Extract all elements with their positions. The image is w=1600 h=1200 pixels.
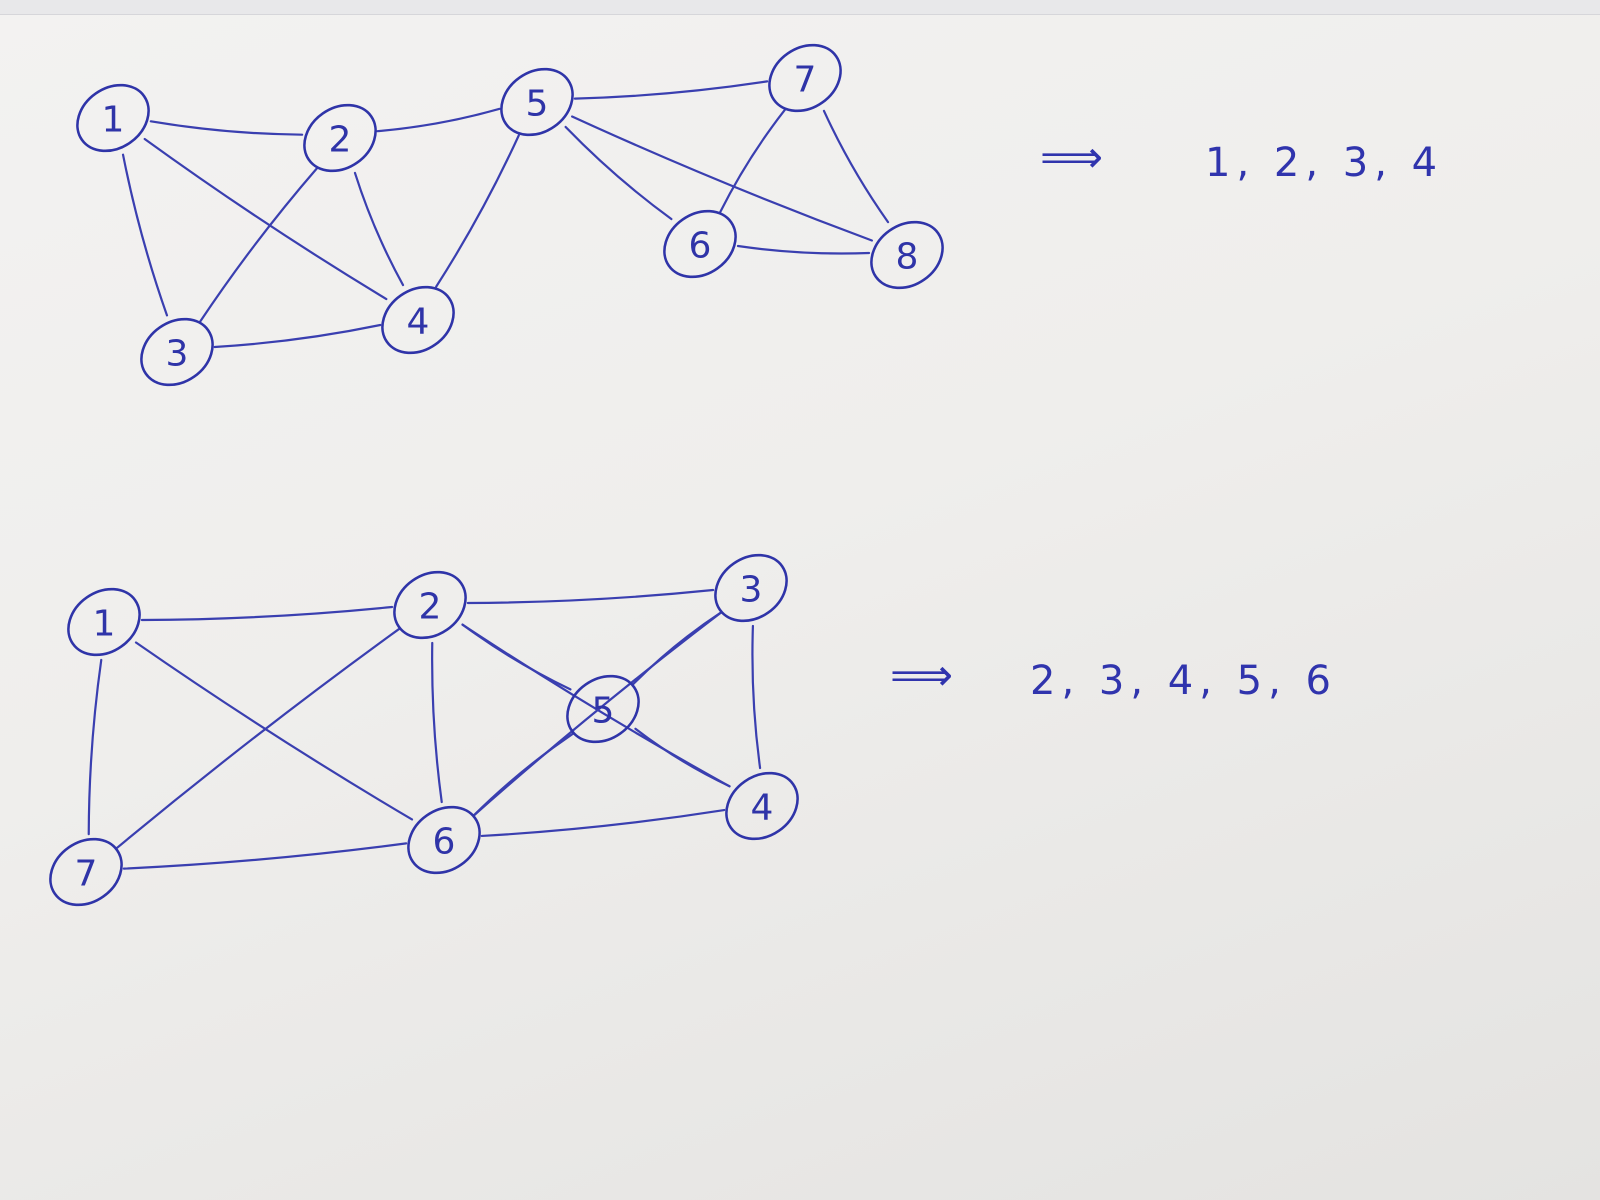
node-3-label: 3 <box>740 570 763 611</box>
edge-3-4 <box>751 624 762 770</box>
edge-6-4 <box>480 808 726 838</box>
edge-3-4 <box>213 323 382 349</box>
result-bottom: 2, 3, 4, 5, 6 <box>1030 658 1337 704</box>
edge-5-6 <box>564 125 673 221</box>
node-7-circle <box>49 837 123 907</box>
node-8-circle <box>870 220 944 290</box>
node-6-label: 6 <box>689 226 712 267</box>
node-3-circle <box>140 317 214 387</box>
node-2-circle <box>303 103 377 173</box>
implies-arrow-bottom: ⟹ <box>890 650 954 701</box>
edge-5-7 <box>573 80 769 100</box>
edge-1-3 <box>121 153 169 317</box>
node-4-label: 4 <box>751 788 774 829</box>
node-5-circle <box>500 67 574 137</box>
edge-2-4 <box>353 171 405 287</box>
node-2-label: 2 <box>329 120 352 161</box>
node-1-label: 1 <box>93 604 116 645</box>
graph-bottom: 1 2 3 4 5 6 7 <box>49 553 799 907</box>
edge-6-8 <box>736 244 871 255</box>
node-5-label: 5 <box>526 84 549 125</box>
result-top: 1, 2, 3, 4 <box>1205 140 1444 186</box>
node-1-circle <box>67 587 141 657</box>
node-1-label: 1 <box>102 100 125 141</box>
edge-7-6 <box>719 109 786 213</box>
edge-2-5 <box>376 107 501 133</box>
edge-1-4 <box>143 137 388 301</box>
node-4-circle <box>725 771 799 841</box>
node-3-circle <box>714 553 788 623</box>
node-6-circle <box>407 805 481 875</box>
edge-4-5 <box>435 134 520 288</box>
node-7-label: 7 <box>75 854 98 895</box>
edge-7-8 <box>822 109 890 224</box>
graph-top: 1 2 3 4 5 6 7 8 <box>76 43 944 387</box>
edge-2-3 <box>466 588 715 605</box>
edge-2-4 <box>461 623 731 788</box>
node-8-label: 8 <box>896 237 919 278</box>
implies-arrow-top: ⟹ <box>1040 132 1104 183</box>
node-5-label: 5 <box>592 691 615 732</box>
edge-2-3 <box>198 167 319 323</box>
edge-1-7 <box>87 658 103 836</box>
edge-1-2 <box>149 120 304 136</box>
edge-2-6 <box>431 641 443 804</box>
edge-5-4 <box>634 727 731 788</box>
node-2-circle <box>393 570 467 640</box>
node-1-circle <box>76 83 150 153</box>
node-2-label: 2 <box>419 587 442 628</box>
edge-1-6 <box>134 641 414 821</box>
edge-5-8 <box>571 115 873 242</box>
edge-3-6 <box>472 611 723 817</box>
edge-2-7 <box>114 627 402 850</box>
node-4-label: 4 <box>407 302 430 343</box>
edge-7-6 <box>122 842 408 870</box>
node-6-label: 6 <box>433 822 456 863</box>
node-3-label: 3 <box>166 334 189 375</box>
paper-edge-strip <box>0 0 1600 15</box>
edge-1-2 <box>140 605 394 622</box>
node-5-circle <box>566 674 640 744</box>
node-7-circle <box>768 43 842 113</box>
node-4-circle <box>381 285 455 355</box>
node-7-label: 7 <box>794 60 817 101</box>
node-6-circle <box>663 209 737 279</box>
edge-5-6 <box>472 732 575 817</box>
